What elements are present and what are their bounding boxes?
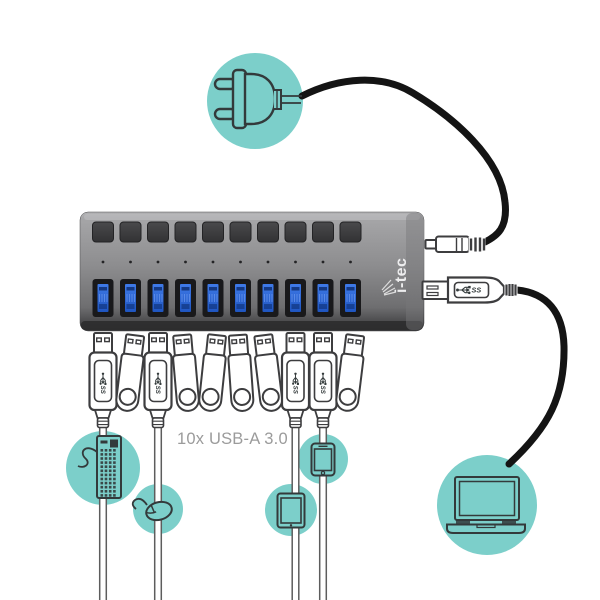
hub-usb-port <box>147 279 169 317</box>
brand-wing-icon <box>381 279 397 296</box>
hub-led <box>349 260 352 264</box>
brand-logo: i-tec <box>381 258 410 296</box>
usb-device-dongle <box>253 333 284 412</box>
power-cable <box>298 76 509 246</box>
hub-usb-ports <box>92 279 361 317</box>
hub-power-buttons <box>92 221 362 243</box>
usb-a-connectors: SS SS <box>88 332 366 429</box>
hub-usb-port <box>175 279 196 317</box>
smartphone-icon <box>310 442 336 477</box>
usb-a-plug: SS <box>280 332 311 429</box>
hub-led <box>321 260 325 264</box>
hub-power-button <box>312 221 334 243</box>
hub-led <box>266 260 270 264</box>
hub-top-highlight <box>84 214 420 220</box>
hub-usb-port <box>92 279 114 317</box>
usb3-trident-icon: SS <box>456 286 481 295</box>
hub-usb-port <box>230 279 251 317</box>
hub-power-button <box>339 221 362 243</box>
usb-device-dongle <box>227 333 255 412</box>
usb3-trident-icon: SS <box>99 372 107 395</box>
hub-usb-port <box>340 279 361 317</box>
power-plug-icon <box>213 68 302 130</box>
hub-power-button <box>92 221 114 243</box>
hub-bottom-edge <box>81 321 423 330</box>
hub-usb-port <box>202 279 224 317</box>
tablet-icon <box>276 492 306 529</box>
hub-led <box>101 260 105 264</box>
usb3-trident-icon: SS <box>291 372 299 395</box>
svg-text:SS: SS <box>472 286 482 295</box>
hub-led-indicators <box>101 260 352 264</box>
usb-device-dongle <box>172 333 200 412</box>
svg-text:SS: SS <box>154 386 161 395</box>
mouse-icon <box>131 497 173 522</box>
usb-b-cable <box>505 286 568 468</box>
usb-a-plug: SS <box>308 332 338 429</box>
hub-power-button <box>257 221 279 243</box>
hub-usb-port <box>285 279 306 317</box>
svg-text:SS: SS <box>99 386 106 395</box>
usb-a-plug: SS <box>88 332 118 429</box>
hub-led <box>129 260 132 264</box>
hub-led <box>239 260 242 264</box>
hub-usb-port <box>257 279 279 317</box>
keyboard-icon <box>77 435 122 499</box>
hub-right-sheen <box>406 213 423 330</box>
hub-power-button <box>119 221 142 243</box>
ports-count-label: 10x USB-A 3.0 <box>177 430 288 448</box>
brand-text: i-tec <box>393 258 410 293</box>
device-icons <box>77 68 526 534</box>
hub-power-button <box>147 221 169 243</box>
hub-power-button <box>229 221 252 243</box>
hub-power-button <box>174 221 197 243</box>
hub-led <box>294 260 297 264</box>
svg-text:SS: SS <box>291 386 298 395</box>
hub-led <box>211 260 215 264</box>
hub-usb-port <box>312 279 334 317</box>
dc-power-jack-icon <box>424 235 486 253</box>
usb-hub: i-tec <box>79 211 425 332</box>
usb-a-plug: SS <box>143 332 173 429</box>
usb3-trident-icon: SS <box>319 372 327 395</box>
hub-power-button <box>284 221 307 243</box>
usb-device-dongle <box>198 333 227 412</box>
hub-usb-port <box>120 279 141 317</box>
hub-led <box>156 260 160 264</box>
laptop-icon <box>446 476 526 534</box>
usb-device-dongle <box>115 333 146 412</box>
usb-device-dongle <box>335 333 366 412</box>
usb-b-plug-icon: SS <box>421 276 518 304</box>
usb3-trident-icon: SS <box>456 286 481 295</box>
svg-text:SS: SS <box>319 386 326 395</box>
hub-led <box>184 260 187 264</box>
usb3-trident-icon: SS <box>154 372 162 395</box>
hub-power-button <box>202 221 224 243</box>
